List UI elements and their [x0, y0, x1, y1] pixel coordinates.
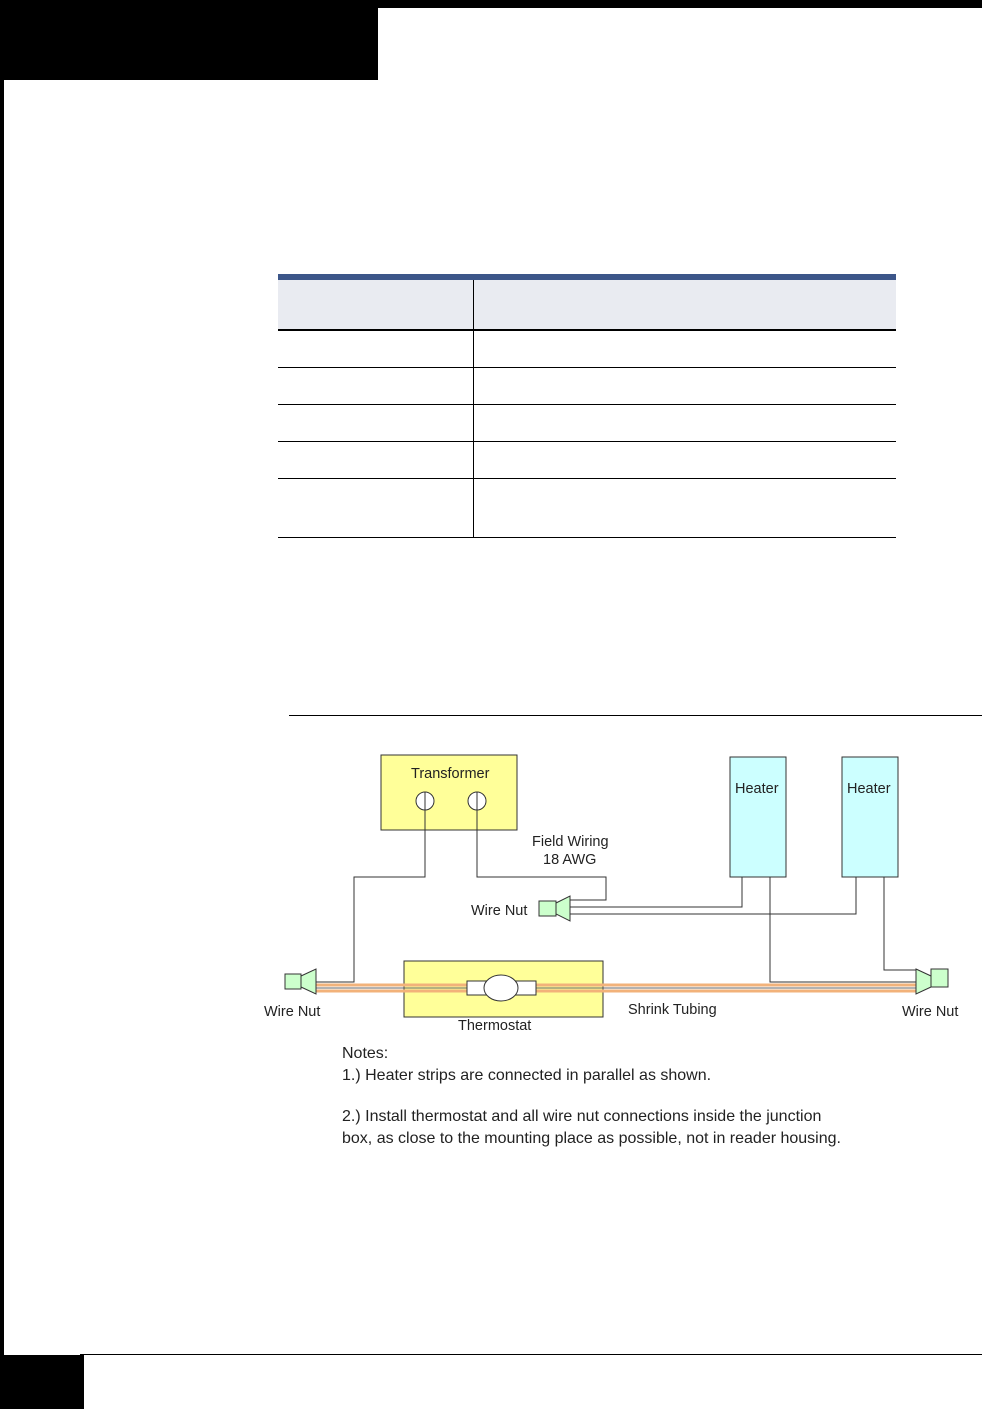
note-2-line-2: box, as close to the mounting place as p… — [342, 1130, 841, 1147]
table-cell — [278, 367, 474, 405]
spec-table — [278, 274, 896, 538]
wire-nut-right-body — [930, 968, 949, 988]
table-cell — [278, 404, 474, 442]
wire-nut-middle-body — [538, 900, 557, 917]
table-row — [278, 441, 897, 479]
field-wiring-label: Field Wiring — [532, 834, 609, 850]
notes-title: Notes: — [342, 1045, 388, 1062]
table-cell — [474, 330, 897, 368]
wire-nut-right-label: Wire Nut — [902, 1004, 958, 1020]
wire-nut-left-cap — [300, 968, 317, 995]
wire-nut-right-cap — [915, 968, 932, 995]
wire-nut-middle-label: Wire Nut — [471, 903, 527, 919]
footer-rule — [80, 1354, 982, 1355]
header-block — [0, 0, 378, 80]
left-margin-rule — [0, 0, 4, 1409]
table-header-cell — [278, 274, 474, 331]
table-row — [278, 330, 896, 368]
heater-right-label: Heater — [847, 781, 891, 797]
table-cell — [474, 479, 897, 538]
table-row — [278, 478, 897, 538]
top-rule — [0, 0, 982, 8]
table-cell — [278, 478, 474, 538]
transformer-label: Transformer — [411, 766, 490, 782]
wire-heater-left-bottom — [769, 877, 916, 983]
heater-right — [841, 756, 899, 878]
heater-left-label: Heater — [735, 781, 779, 797]
section-divider — [289, 715, 982, 716]
table-cell — [474, 442, 897, 479]
wire-heater-left-top — [570, 877, 743, 908]
note-1: 1.) Heater strips are connected in paral… — [342, 1067, 711, 1084]
wire-heater-right-bottom — [883, 877, 916, 971]
table-header-row — [278, 274, 896, 331]
wire-nut-middle-cap — [555, 895, 571, 922]
table-row — [278, 404, 897, 442]
table-cell — [278, 330, 474, 368]
table-cell — [474, 368, 897, 405]
footer-page-block — [0, 1355, 84, 1409]
thermostat-label: Thermostat — [458, 1018, 531, 1034]
wire-transformer-right — [476, 810, 607, 901]
table-cell — [278, 441, 474, 479]
wire-heater-right-top — [570, 877, 857, 915]
wire-nut-left-label: Wire Nut — [264, 1004, 320, 1020]
table-row — [278, 367, 897, 405]
field-wiring-gauge-label: 18 AWG — [543, 852, 596, 868]
shrink-tubing-label: Shrink Tubing — [628, 1002, 717, 1018]
thermostat-element — [483, 974, 519, 1002]
heater-left — [729, 756, 787, 878]
wire-nut-left-body — [284, 973, 302, 990]
note-2-line-1: 2.) Install thermostat and all wire nut … — [342, 1108, 821, 1125]
table-header-cell — [473, 274, 896, 331]
table-cell — [474, 405, 897, 442]
transformer-box — [380, 754, 518, 831]
wire-transformer-left — [316, 810, 426, 983]
heater-wiring-diagram: Transformer Heater Heater Field Wiring 1… — [264, 754, 958, 1147]
